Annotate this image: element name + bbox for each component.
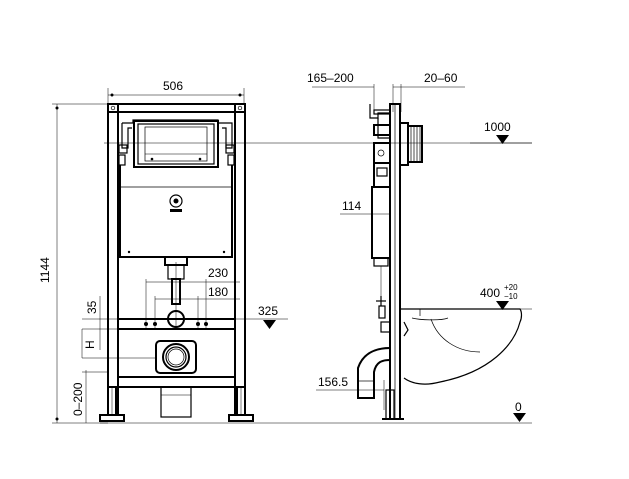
front-view: 506 1144 (38, 79, 288, 424)
dim-400-tol-upper: +20 (504, 283, 518, 292)
dim-0-200-label: 0–200 (71, 382, 85, 416)
dim-h-label: H (83, 340, 97, 349)
valve-icon (169, 194, 183, 208)
level-marker-400 (496, 301, 509, 310)
drain-outlet (155, 340, 197, 374)
level-marker-325 (263, 320, 276, 329)
level-marker-0 (513, 413, 526, 422)
left-foot (99, 414, 125, 422)
frame-top-rail (107, 103, 246, 113)
frame-left-post (107, 103, 119, 416)
dim-156-5-label: 156.5 (318, 375, 348, 389)
level-marker-1000 (496, 135, 509, 144)
dim-180-label: 180 (208, 285, 228, 299)
dim-230-label: 230 (208, 266, 228, 280)
dim-1000-label: 1000 (484, 120, 511, 134)
toilet-bowl-outline (400, 308, 523, 385)
cistern-side-body (371, 186, 391, 259)
dim-35-label: 35 (85, 300, 99, 314)
dim-400-tol-lower: −10 (504, 292, 518, 301)
side-view: 165–200 20–60 1000 114 (307, 71, 532, 422)
dim-0-label: 0 (515, 400, 522, 414)
right-foot (228, 414, 254, 422)
dim-114-label: 114 (342, 199, 361, 213)
dim-325-label: 325 (258, 304, 278, 318)
dim-20-60-label: 20–60 (424, 71, 458, 85)
flush-plate-opening (133, 120, 219, 168)
bowl-mounting-rail (117, 318, 236, 330)
height-label: 1144 (38, 257, 52, 283)
drain-elbow (357, 347, 391, 399)
frame-lower-rail (117, 376, 236, 388)
dim-165-200-label: 165–200 (307, 71, 354, 85)
width-label: 506 (163, 79, 183, 93)
flush-actuator (407, 125, 423, 163)
frame-right-post (234, 103, 246, 416)
dim-400-label: 400 (480, 286, 500, 300)
